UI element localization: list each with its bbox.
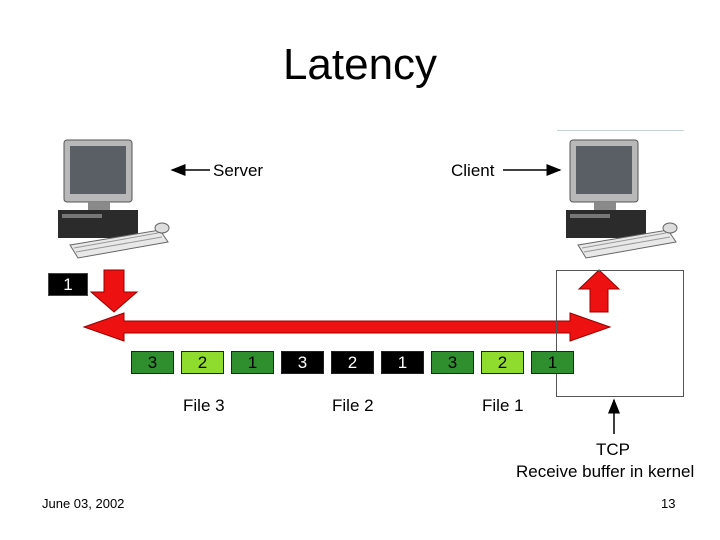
in-flight-packet: 1 <box>48 273 88 296</box>
server-computer-icon <box>58 139 170 259</box>
file1-packet-3: 3 <box>431 351 474 374</box>
client-label: Client <box>451 161 495 180</box>
file2-packet-3: 3 <box>281 351 324 374</box>
page-number: 13 <box>661 496 676 511</box>
file2-packet-2: 2 <box>331 351 374 374</box>
file3-packet-1: 1 <box>231 351 274 374</box>
tcp-label: TCP <box>596 440 630 459</box>
divider-line <box>557 130 684 131</box>
file1-packet-2: 2 <box>481 351 524 374</box>
footer-date: June 03, 2002 <box>42 496 125 511</box>
file2-packet-1: 1 <box>381 351 424 374</box>
network-double-arrow <box>82 312 612 342</box>
receive-buffer-label: Receive buffer in kernel <box>516 462 695 481</box>
client-computer-icon <box>566 139 678 259</box>
file1-label: File 1 <box>482 396 524 415</box>
file2-label: File 2 <box>332 396 374 415</box>
file3-packet-2: 2 <box>181 351 224 374</box>
receive-buffer-box <box>556 270 684 397</box>
slide-title: Latency <box>282 40 438 89</box>
file3-packet-3: 3 <box>131 351 174 374</box>
file1-packet-1: 1 <box>531 351 574 374</box>
server-send-arrow <box>89 269 139 313</box>
client-receive-arrow <box>577 269 621 313</box>
server-label: Server <box>213 161 264 180</box>
file3-label: File 3 <box>183 396 225 415</box>
